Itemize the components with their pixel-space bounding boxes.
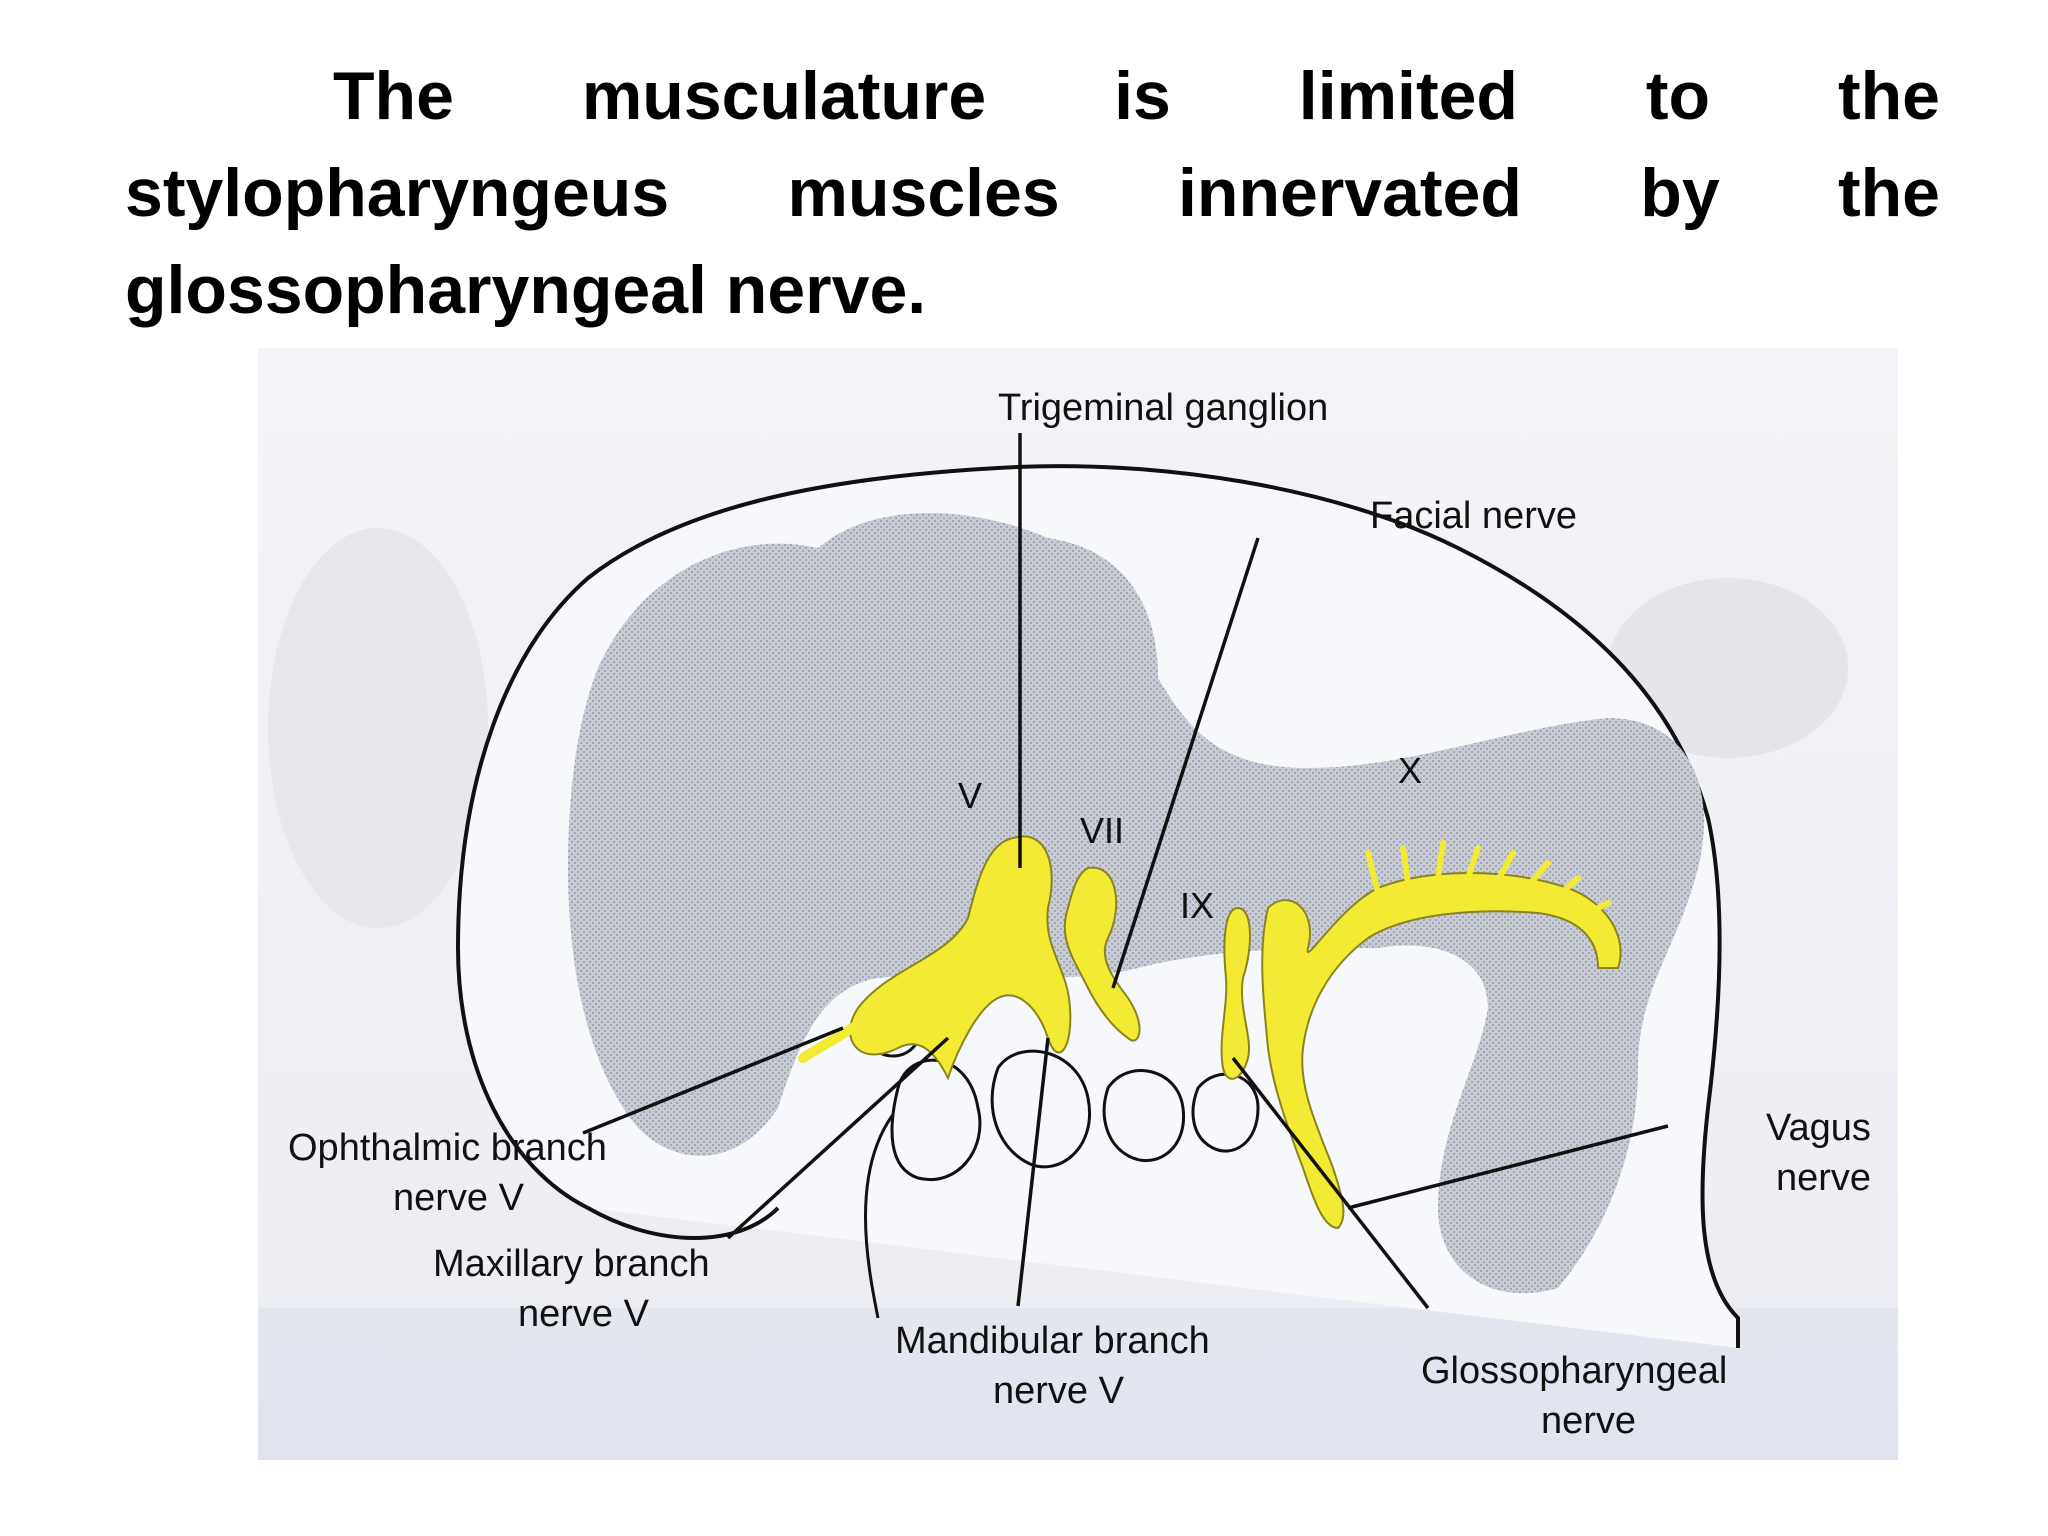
word: The <box>333 58 454 134</box>
leader-facial <box>1111 537 1260 989</box>
ghost-shape <box>268 528 488 928</box>
word: stylopharyngeus <box>125 155 670 231</box>
label-ophthalmic-1: Ophthalmic branch <box>288 1127 607 1169</box>
word: muscles <box>787 155 1060 231</box>
label-facial-nerve: Facial nerve <box>1370 495 1577 537</box>
pharyngeal-arch-1 <box>890 1058 982 1181</box>
head-mesenchyme <box>568 513 1704 1294</box>
word: by <box>1640 155 1720 231</box>
leader-maxillary <box>726 1036 950 1240</box>
label-glossopharyngeal-1: Glossopharyngeal <box>1421 1350 1727 1392</box>
diagram-svg: V VII IX X Trigeminal ganglion Facial ne… <box>258 348 1898 1460</box>
word: limited <box>1298 58 1518 134</box>
label-maxillary-1: Maxillary branch <box>433 1243 710 1285</box>
facial-nerve-vii <box>1063 866 1141 1042</box>
vagus-fringe <box>1365 840 1611 916</box>
trigeminal-ophthalmic-branch <box>798 1013 873 1063</box>
heart-bulge-outline <box>864 1107 900 1319</box>
word: to <box>1645 58 1711 134</box>
embryo-nerve-diagram: V VII IX X Trigeminal ganglion Facial ne… <box>258 348 1898 1460</box>
leader-glossopharyngeal <box>1231 1056 1430 1310</box>
numeral-v: V <box>958 775 982 816</box>
leader-ophthalmic <box>582 1026 844 1135</box>
word: glossopharyngeal nerve. <box>125 252 927 328</box>
slide-body-text: The musculature is limited to the stylop… <box>125 48 1940 339</box>
pharyngeal-arch-4 <box>1191 1072 1260 1153</box>
embryo-lower-outline <box>587 1206 780 1240</box>
numeral-vii: VII <box>1080 810 1124 851</box>
leader-vagus <box>1347 1124 1669 1210</box>
text-line-1: The musculature is limited to the <box>125 48 1940 145</box>
leader-mandibular <box>1016 1037 1050 1307</box>
label-mandibular-1: Mandibular branch <box>895 1320 1210 1362</box>
word: musculature <box>581 58 987 134</box>
label-glossopharyngeal-2: nerve <box>1541 1400 1636 1442</box>
label-maxillary-2: nerve V <box>518 1293 650 1335</box>
numeral-ix: IX <box>1180 885 1214 926</box>
ghost-shape <box>1608 578 1848 758</box>
label-vagus-1: Vagus <box>1766 1107 1871 1149</box>
label-ophthalmic-2: nerve V <box>393 1177 525 1219</box>
word: the <box>1838 155 1940 231</box>
word: the <box>1838 58 1940 134</box>
trigeminal-nerve-v <box>849 835 1072 1081</box>
text-line-3: glossopharyngeal nerve. <box>125 242 1940 339</box>
word: innervated <box>1178 155 1522 231</box>
leader-lines <box>582 433 1669 1310</box>
label-vagus-2: nerve <box>1776 1157 1871 1199</box>
word: is <box>1114 58 1171 134</box>
text-line-2: stylopharyngeus muscles innervated by th… <box>125 145 1940 242</box>
numeral-x: X <box>1398 750 1422 791</box>
glossopharyngeal-nerve-ix <box>1220 906 1251 1080</box>
label-mandibular-2: nerve V <box>993 1370 1125 1412</box>
pharyngeal-arch-3 <box>1102 1069 1186 1163</box>
label-trigeminal-ganglion: Trigeminal ganglion <box>998 387 1328 429</box>
